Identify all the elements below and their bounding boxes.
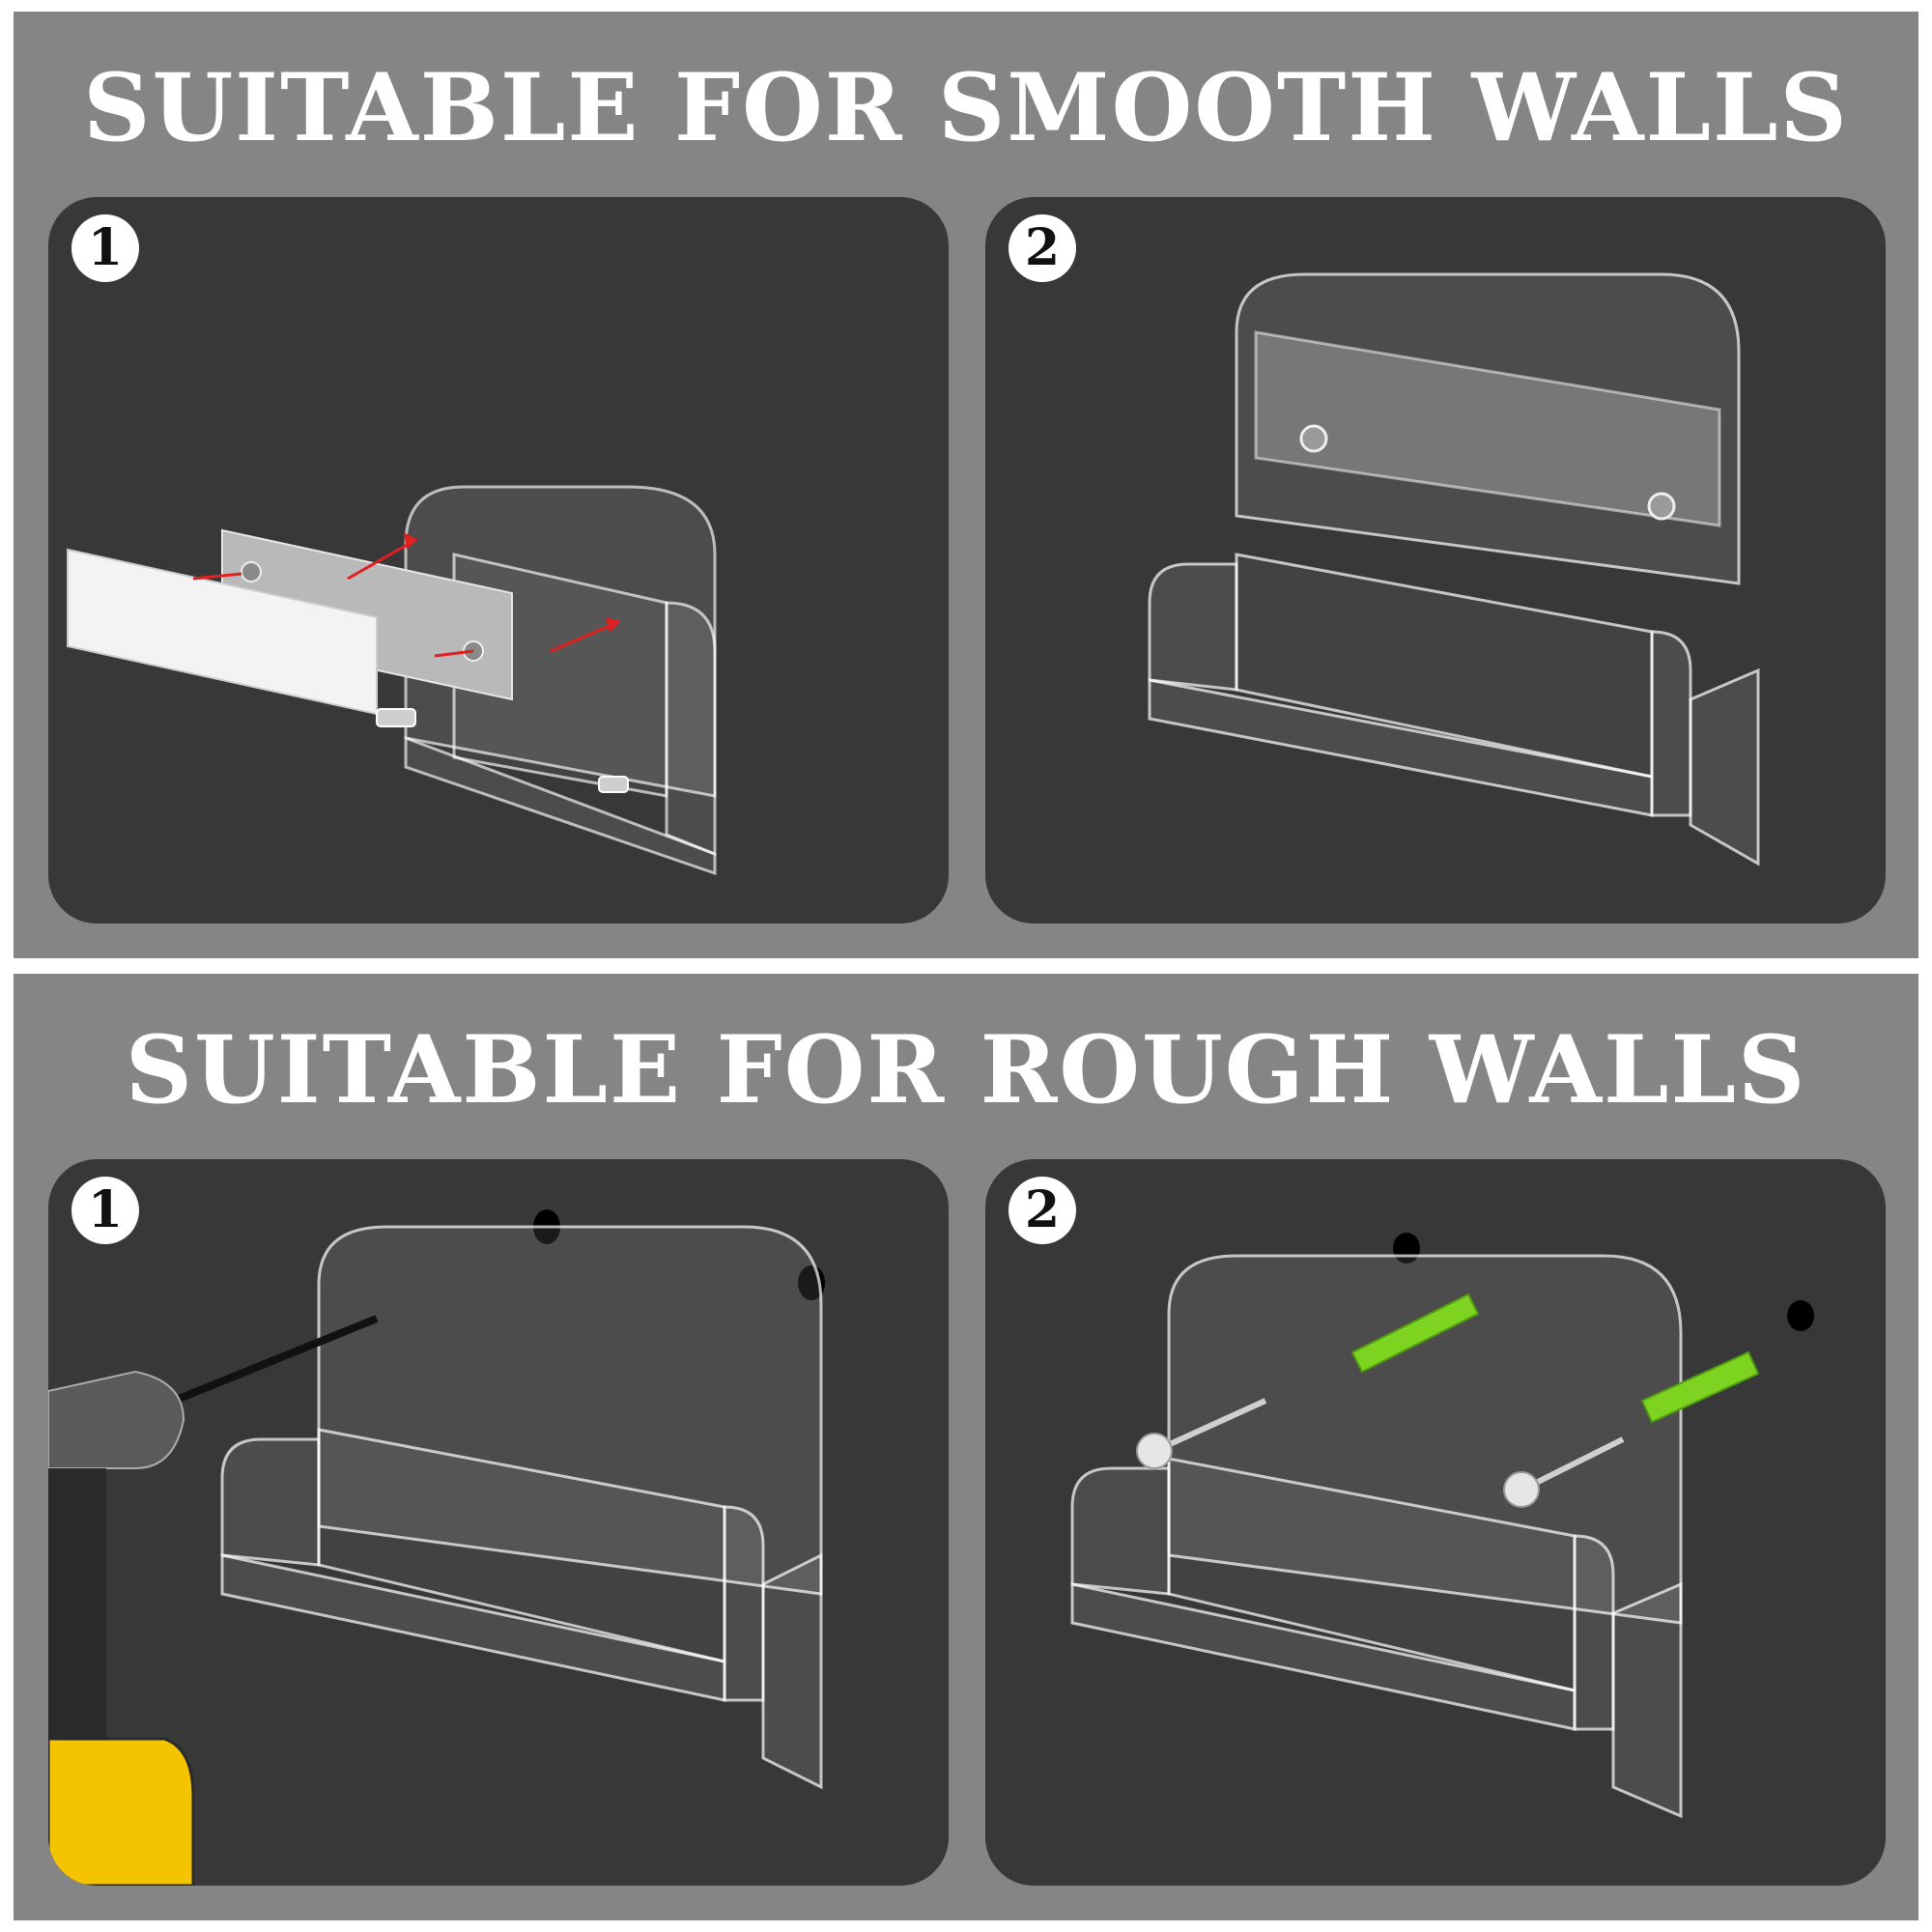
rough-walls-section: SUITABLE FOR ROUGH WALLS 1	[14, 974, 1918, 1920]
adhesive-install-illustration	[67, 485, 717, 876]
screw-icon	[1136, 1398, 1625, 1508]
step-number-badge: 2	[1009, 214, 1076, 282]
mounted-holder-illustration	[1148, 272, 1760, 867]
step-number-badge: 2	[1009, 1177, 1076, 1244]
rough-step-1-panel: 1	[48, 1159, 949, 1886]
screw-install-illustration	[1070, 1233, 1814, 1819]
acrylic-holder-icon	[1148, 272, 1760, 867]
red-arrow-icon	[192, 532, 621, 658]
acrylic-holder-icon	[220, 1225, 823, 1790]
smooth-step-2-panel: 2	[985, 197, 1886, 923]
drilling-illustration	[48, 1209, 825, 1886]
smooth-step-1-panel: 1	[48, 197, 949, 923]
wall-anchor-icon	[1350, 1293, 1760, 1424]
section-heading-smooth: SUITABLE FOR SMOOTH WALLS	[83, 53, 1849, 162]
drill-icon	[48, 1315, 379, 1886]
acrylic-holder-icon	[1070, 1254, 1683, 1819]
step-number-badge: 1	[71, 214, 139, 282]
rough-step-2-panel: 2	[985, 1159, 1886, 1886]
step-number-badge: 1	[71, 1177, 139, 1244]
section-heading-rough: SUITABLE FOR ROUGH WALLS	[125, 1015, 1807, 1124]
drill-hole-icon	[1787, 1300, 1814, 1331]
smooth-walls-section: SUITABLE FOR SMOOTH WALLS	[14, 12, 1918, 958]
